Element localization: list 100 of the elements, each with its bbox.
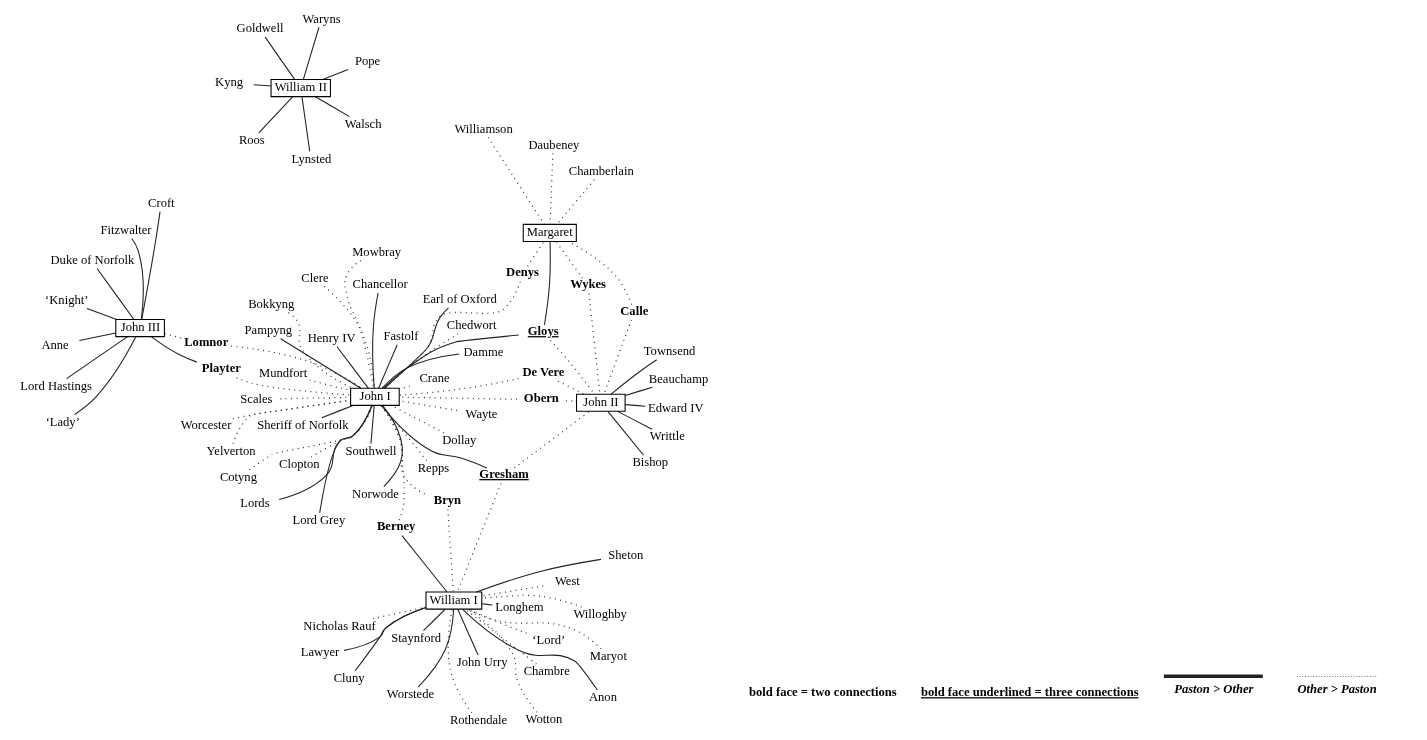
node-text: Walsch (344, 116, 381, 131)
node-box: William I (424, 591, 482, 610)
node-text: Lord Grey (291, 512, 345, 527)
node-text: Longhem (494, 600, 544, 615)
connector (73, 336, 136, 415)
node-text: Worstede (386, 687, 434, 702)
node-text: Crane (418, 370, 450, 385)
node-box: John I (349, 387, 400, 406)
connector (554, 240, 583, 279)
connector (354, 606, 426, 672)
node-text: Lynsted (291, 151, 331, 166)
connector (369, 405, 375, 445)
connector (400, 535, 448, 593)
connector (248, 404, 373, 471)
node-text: John Urry (456, 655, 508, 670)
node-text: Earl of Oxford (422, 292, 497, 307)
connector (456, 482, 502, 593)
node-text: Norwode (351, 486, 399, 501)
connector (606, 410, 644, 456)
node-text: Chancellor (352, 277, 408, 292)
node-text: ‘Knight’ (44, 293, 88, 308)
node-text: Fastolf (382, 329, 418, 344)
connector (456, 608, 479, 656)
node-text: Berney (376, 519, 415, 534)
connector (300, 96, 310, 152)
node-text: Dollay (441, 432, 476, 447)
connector (321, 68, 349, 81)
connector (150, 336, 197, 363)
connector (380, 405, 487, 469)
legend-label: Paston > Other (1173, 682, 1253, 697)
node-text: Lord Hastings (19, 378, 92, 393)
node-text: Croft (147, 196, 175, 211)
node-text: Worcester (180, 417, 231, 432)
node-text: Maryot (589, 649, 627, 664)
node-text: Bishop (631, 455, 668, 470)
node-text: Chedwort (446, 318, 496, 333)
node-text: Rothendale (449, 713, 507, 728)
node-text: Wotton (525, 712, 562, 727)
node-text: Edward IV (647, 400, 704, 415)
connector (616, 410, 653, 430)
legend-label: Other > Paston (1296, 682, 1377, 697)
node-text: Townsend (643, 344, 695, 359)
node-text: Cluny (333, 671, 364, 686)
node-text: Nicholas Rauf (302, 618, 376, 633)
node-text: Duke of Norfolk (50, 253, 134, 268)
connector (480, 594, 582, 608)
node-text: Pope (354, 54, 380, 69)
node-text: Playter (201, 361, 241, 376)
connector (320, 404, 354, 419)
connector (318, 404, 373, 514)
node-box: William II (270, 79, 331, 98)
connector (602, 319, 632, 395)
node-text: Lawyer (300, 644, 339, 659)
node-text: Damme (462, 344, 503, 359)
connector (140, 211, 161, 321)
node-text: Southwell (345, 443, 397, 458)
connector (624, 404, 646, 407)
node-text: Bryn (433, 493, 461, 508)
node-text: Goldwell (236, 21, 283, 36)
node-text: ‘Lady’ (45, 414, 80, 429)
node-text: Scales (239, 391, 273, 406)
connector (279, 338, 361, 389)
connector (371, 292, 379, 389)
node-text: Cotyng (219, 469, 257, 484)
node-text: Roos (238, 132, 265, 147)
connector (377, 344, 398, 389)
connector (380, 404, 425, 495)
node-text: Henry IV (307, 331, 356, 346)
connector (610, 359, 657, 395)
node-box: John II (575, 393, 626, 412)
node-text: Gresham (478, 467, 529, 482)
node-text: ‘Lord’ (531, 633, 565, 648)
node-text: West (554, 574, 580, 589)
connector (85, 307, 117, 320)
connector (549, 339, 595, 395)
node-text: Waryns (301, 11, 341, 26)
node-text: Mundfort (258, 365, 307, 380)
node-text: Fitzwalter (99, 223, 151, 238)
node-text: Obern (523, 391, 559, 406)
connector (381, 353, 460, 389)
connector (335, 346, 369, 389)
connector (383, 307, 449, 389)
node-text: Beauchamp (648, 371, 708, 386)
connector (422, 608, 446, 632)
connector (513, 410, 590, 469)
connector (383, 281, 521, 389)
connector (252, 84, 271, 87)
node-text: Sheriff of Norfolk (256, 417, 349, 432)
connector (257, 96, 293, 134)
node-text: Wayte (465, 406, 497, 421)
connector (130, 238, 144, 320)
connector (264, 36, 295, 80)
label: bold face = two connections (748, 685, 897, 700)
connector (323, 285, 375, 389)
connector (278, 404, 373, 500)
node-text: Willoghby (573, 607, 627, 622)
node-text: Yelverton (205, 443, 256, 458)
connector (230, 345, 363, 389)
node-text: Pampyng (244, 323, 292, 338)
node-text: Clopton (278, 457, 320, 472)
